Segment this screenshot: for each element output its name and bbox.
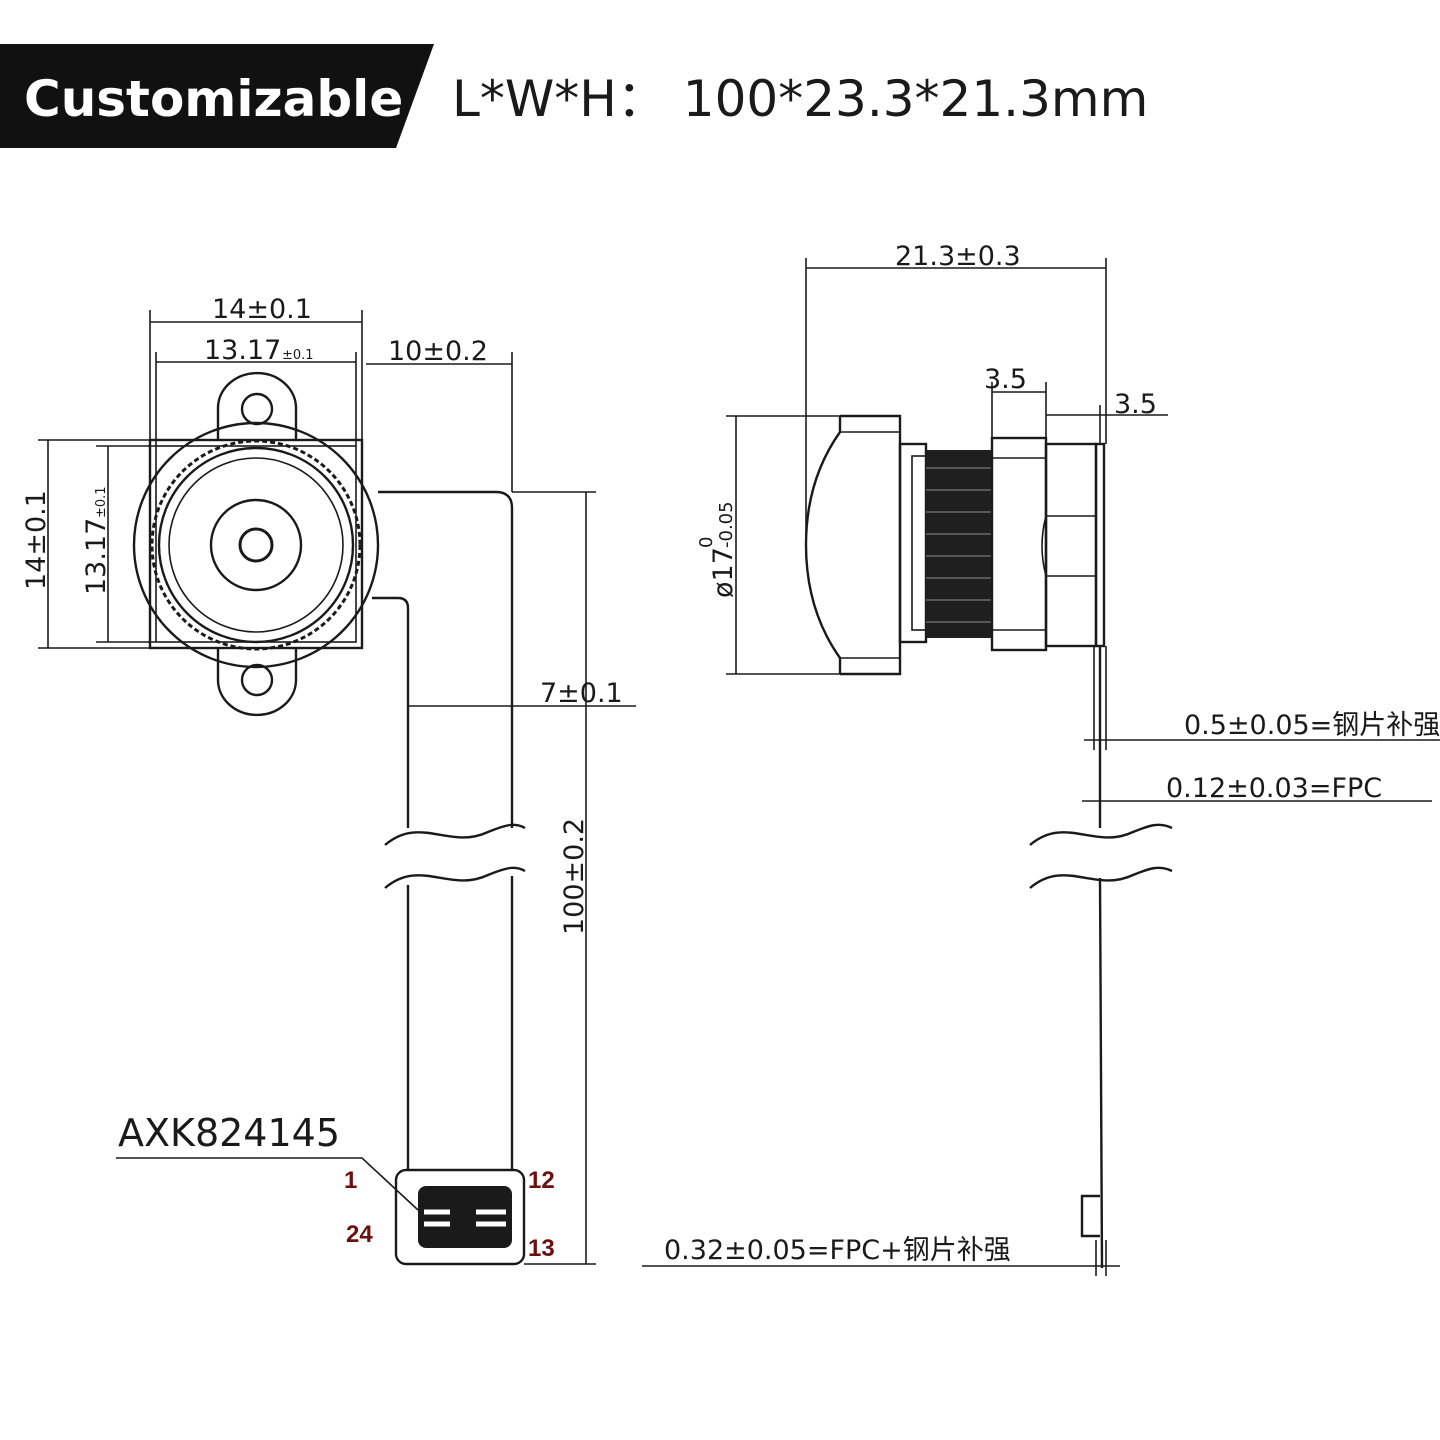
pin-13-label: 13 bbox=[528, 1235, 555, 1262]
connector-leader bbox=[116, 1157, 419, 1211]
sensor-holder-block bbox=[1044, 442, 1098, 648]
lens-center bbox=[238, 527, 274, 563]
pin-24-label: 24 bbox=[346, 1221, 373, 1248]
bottom-mount-hole bbox=[240, 663, 274, 697]
lens-inner-ring bbox=[209, 498, 303, 592]
fpc-inner-edge bbox=[372, 596, 410, 828]
svg-text:±0.1: ±0.1 bbox=[94, 486, 109, 518]
side-break-line-top bbox=[1029, 823, 1173, 846]
lens-front-housing bbox=[840, 414, 902, 676]
dim-fpc-thickness: 0.12±0.03=FPC bbox=[1082, 773, 1432, 804]
svg-text:14±0.1: 14±0.1 bbox=[21, 490, 52, 590]
overall-dimensions: L*W*H： 100*23.3*21.3mm bbox=[452, 70, 1148, 128]
fpc-break-line-top bbox=[384, 823, 526, 846]
top-mount-ear bbox=[216, 371, 298, 440]
badge-text: Customizable bbox=[24, 70, 403, 128]
svg-text:21.3±0.3: 21.3±0.3 bbox=[895, 241, 1021, 272]
lens-barrel bbox=[157, 446, 355, 644]
dim-fpc-width: 10±0.2 bbox=[366, 336, 513, 492]
svg-text:100±0.2: 100±0.2 bbox=[559, 818, 590, 935]
dim-step-b: 3.5 bbox=[1046, 389, 1168, 444]
lens-neck bbox=[898, 442, 928, 644]
svg-text:0.32±0.05=FPC+钢片补强: 0.32±0.05=FPC+钢片补强 bbox=[664, 1235, 1011, 1266]
dim-height-outer: 14±0.1 bbox=[21, 439, 150, 649]
pin-1-label: 1 bbox=[344, 1167, 357, 1194]
connector-board bbox=[394, 1168, 526, 1266]
fpc-side-lower bbox=[1098, 877, 1104, 1269]
lens-thread bbox=[926, 450, 992, 638]
svg-text:ø17: ø17 bbox=[708, 547, 739, 598]
top-mount-hole bbox=[240, 392, 274, 426]
dim-step-a: 3.5 bbox=[984, 364, 1047, 438]
connector-side bbox=[1080, 1194, 1100, 1238]
connector-pins bbox=[424, 1206, 506, 1230]
connector-part-number: AXK824145 bbox=[118, 1111, 340, 1155]
lens-holder-block bbox=[990, 436, 1048, 652]
dim-width-inner: 13.17 ±0.1 bbox=[155, 335, 357, 446]
fpc-break-line-bottom bbox=[384, 866, 526, 889]
badge-background bbox=[0, 44, 434, 148]
pin-12-label: 12 bbox=[528, 1167, 555, 1194]
svg-text:±0.1: ±0.1 bbox=[282, 348, 314, 363]
svg-text:3.5: 3.5 bbox=[1114, 389, 1157, 420]
pcb-layer bbox=[1094, 442, 1106, 648]
dim-length: 100±0.2 bbox=[512, 491, 596, 1265]
side-break-line-bottom bbox=[1029, 866, 1173, 889]
dim-stiffener: 0.5±0.05=钢片补强 bbox=[1084, 646, 1440, 750]
svg-text:13.17: 13.17 bbox=[81, 518, 112, 595]
svg-text:0.12±0.03=FPC: 0.12±0.03=FPC bbox=[1166, 773, 1382, 804]
svg-text:10±0.2: 10±0.2 bbox=[388, 336, 488, 367]
bottom-mount-ear bbox=[216, 648, 298, 717]
dim-depth: 21.3±0.3 bbox=[805, 241, 1107, 545]
sensor-holder-cutout bbox=[1041, 515, 1097, 577]
dim-total-thickness: 0.32±0.05=FPC+钢片补强 bbox=[642, 1235, 1120, 1276]
svg-text:-0.05: -0.05 bbox=[716, 501, 737, 548]
dim-height-inner: 13.17 ±0.1 bbox=[81, 445, 156, 643]
header-banner: Customizable L*W*H： 100*23.3*21.3mm bbox=[0, 44, 1148, 148]
front-view: 14±0.1 13.17 ±0.1 10±0.2 14±0.1 1 bbox=[21, 294, 636, 1266]
dim-lens-diameter: ø17 0 -0.05 bbox=[696, 415, 840, 675]
thread-lines bbox=[926, 467, 992, 623]
dim-fpc-narrow: 7±0.1 bbox=[408, 678, 636, 709]
fpc-outer-edge bbox=[378, 490, 514, 828]
svg-text:0: 0 bbox=[696, 537, 717, 548]
lens-thread-ring bbox=[150, 439, 362, 651]
svg-text:14±0.1: 14±0.1 bbox=[212, 294, 312, 325]
svg-text:7±0.1: 7±0.1 bbox=[540, 678, 623, 709]
svg-text:0.5±0.05=钢片补强: 0.5±0.05=钢片补强 bbox=[1184, 710, 1440, 741]
side-view: 21.3±0.3 3.5 3.5 ø17 0 -0.05 bbox=[642, 241, 1440, 1276]
dim-width-outer: 14±0.1 bbox=[149, 294, 363, 440]
svg-text:13.17: 13.17 bbox=[204, 335, 281, 366]
lens-front-glass bbox=[804, 416, 842, 674]
lens-holder-outer bbox=[132, 421, 380, 669]
lens-glass bbox=[168, 457, 344, 633]
svg-text:3.5: 3.5 bbox=[984, 364, 1027, 395]
